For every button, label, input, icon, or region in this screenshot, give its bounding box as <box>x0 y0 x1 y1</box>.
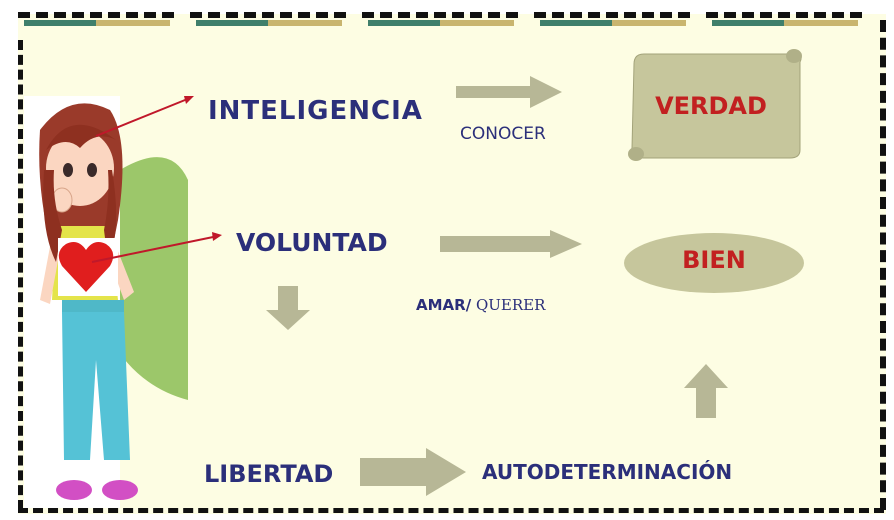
bien-label: BIEN <box>682 246 746 274</box>
verdad-label: VERDAD <box>655 92 767 120</box>
scroll-shape <box>628 49 802 161</box>
pointer-line-heart <box>91 235 219 263</box>
amar-label: AMAR/ <box>416 296 472 314</box>
querer-label: QUERER <box>471 296 546 314</box>
frame-right-border <box>880 20 886 510</box>
libertad-label: LIBERTAD <box>204 460 334 488</box>
bien-ellipse <box>624 233 804 293</box>
frame-bottom-border <box>18 508 884 513</box>
top-decorative-border <box>18 12 884 32</box>
autodeterminacion-label: AUTODETERMINACIÓN <box>482 460 733 484</box>
up-arrow <box>684 364 728 418</box>
right-arrow <box>360 448 466 496</box>
voluntad-label: VOLUNTAD <box>236 228 388 257</box>
down-arrow <box>266 286 310 330</box>
pointer-line-head <box>95 97 191 137</box>
frame-left-border <box>18 40 23 510</box>
right-arrow <box>440 230 582 258</box>
amar-querer-label: AMAR/ QUERER <box>416 296 545 314</box>
right-arrow <box>456 76 562 108</box>
inteligencia-label: INTELIGENCIA <box>208 96 423 126</box>
conocer-label: CONOCER <box>460 124 546 144</box>
